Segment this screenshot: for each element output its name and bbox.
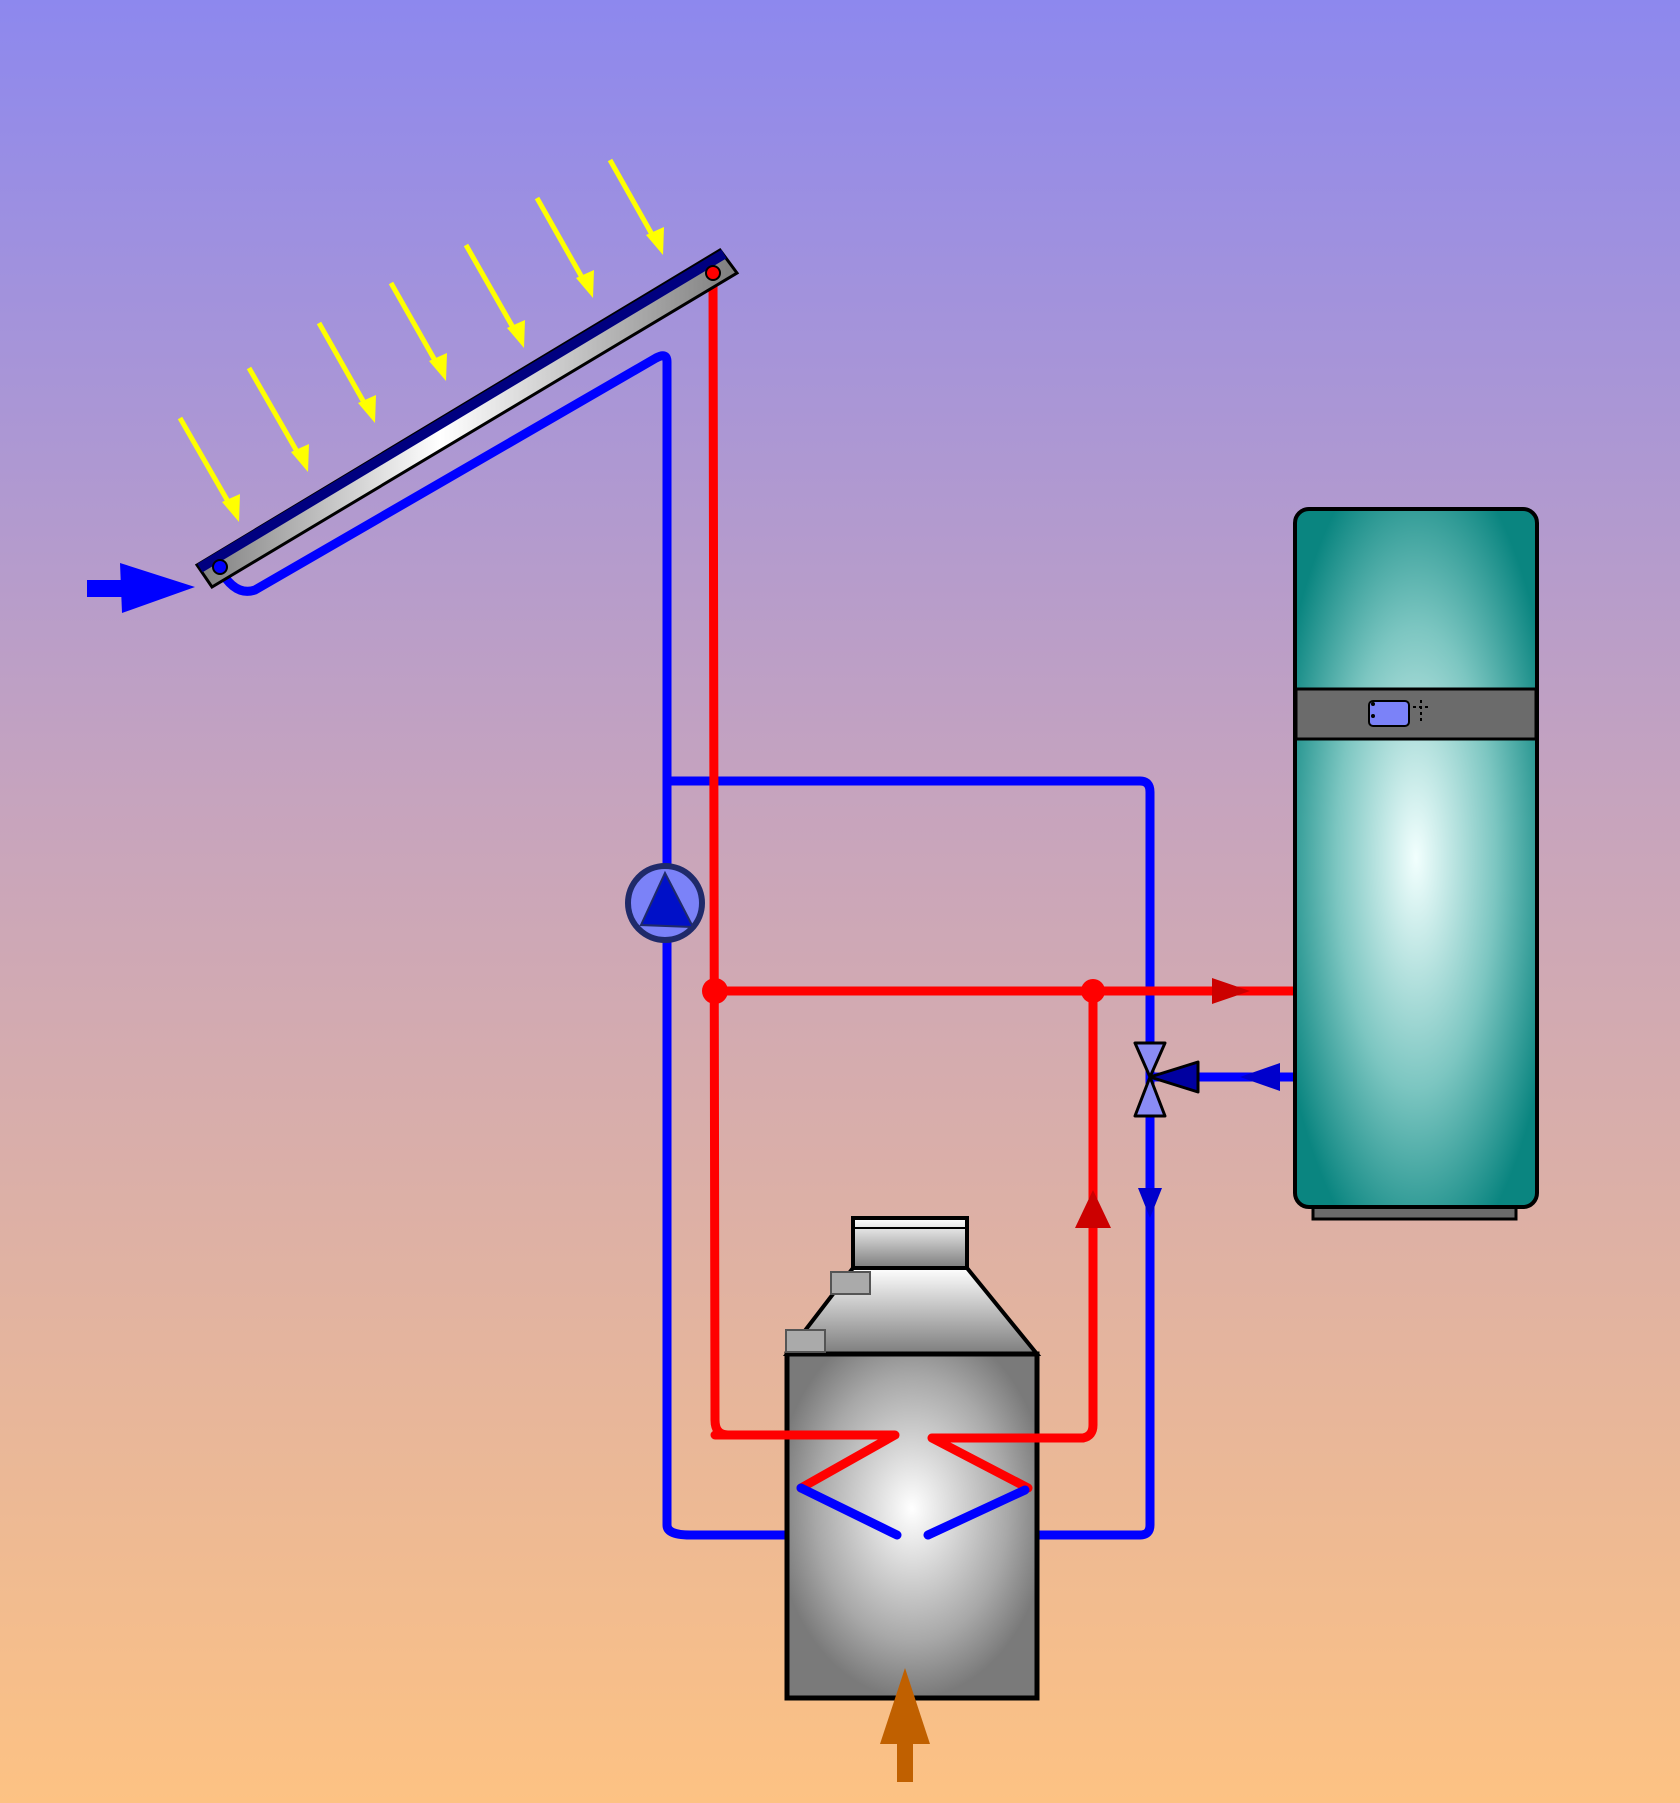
coil-cold-left	[796, 1483, 902, 1540]
sun-ray-arrowhead	[576, 270, 594, 298]
sun-ray-arrowhead	[507, 320, 525, 348]
tank-heat-exchanger-coil	[710, 1430, 1088, 1540]
sun-ray	[463, 243, 518, 333]
valve-side	[1148, 1060, 1200, 1094]
tank-inlet-arrow-icon	[880, 1668, 930, 1782]
display-screw	[1371, 714, 1375, 718]
valve-lower	[1133, 1075, 1167, 1118]
cold-flow-arrow-icon	[1240, 1063, 1280, 1091]
hot-flow-arrow-icon	[1212, 978, 1250, 1004]
cylinder-display-panel	[1368, 700, 1410, 727]
tank-top-cap	[851, 1216, 969, 1270]
inlet-arrow-head	[120, 563, 195, 613]
sunlight-arrows-icon	[177, 158, 664, 522]
collector-cold-pipe	[214, 351, 902, 1540]
cylinder-body	[1293, 507, 1539, 1209]
sun-ray-arrowhead	[222, 494, 240, 522]
cold-flow-arrow-icon	[1138, 1188, 1162, 1218]
coil-cold-right	[923, 1485, 1030, 1540]
hot-water-cylinder-icon	[1293, 507, 1539, 1221]
display-screw	[1371, 702, 1375, 706]
sun-ray	[246, 366, 302, 457]
sun-ray-arrowhead	[291, 444, 309, 472]
junction-dot	[1081, 979, 1105, 1003]
sun-ray	[607, 158, 657, 240]
valve-upper	[1133, 1041, 1167, 1079]
bypass-cold-pipe	[662, 776, 1155, 1540]
collector-hot-port	[705, 265, 721, 281]
hot-flow-arrow-icon	[1075, 1190, 1111, 1228]
control-dial-icon	[1413, 700, 1430, 724]
sun-ray	[388, 281, 440, 366]
pump-icon	[625, 863, 705, 943]
tank-body	[784, 1351, 1040, 1701]
cylinder-control-band	[1294, 687, 1538, 741]
sun-ray-arrowhead	[429, 353, 447, 381]
collector-cold-port	[212, 559, 228, 575]
inlet-arrow-shaft	[87, 580, 129, 597]
tank-fitting	[830, 1271, 871, 1295]
coil-hot-left	[710, 1430, 900, 1493]
tank-inlet-arrow-head	[880, 1668, 930, 1744]
pump-triangle	[639, 870, 695, 929]
tank-inlet-arrow-shaft	[897, 1738, 913, 1782]
solar-panel-icon	[194, 248, 740, 590]
tank-fitting	[785, 1329, 826, 1353]
sun-ray-arrowhead	[358, 395, 376, 423]
coil-hot-right	[927, 1433, 1088, 1493]
sun-ray-arrowhead	[646, 227, 664, 255]
boiler-tank-icon	[782, 1216, 1042, 1701]
sun-ray	[177, 416, 233, 507]
solar-collector	[194, 248, 740, 590]
sun-ray	[316, 321, 369, 408]
junction-dot	[702, 978, 728, 1004]
collector-inlet-arrow-icon	[87, 563, 195, 613]
valve-icon	[1133, 1041, 1200, 1118]
sun-ray	[534, 196, 587, 283]
solar-panel-top-edge	[197, 249, 727, 573]
